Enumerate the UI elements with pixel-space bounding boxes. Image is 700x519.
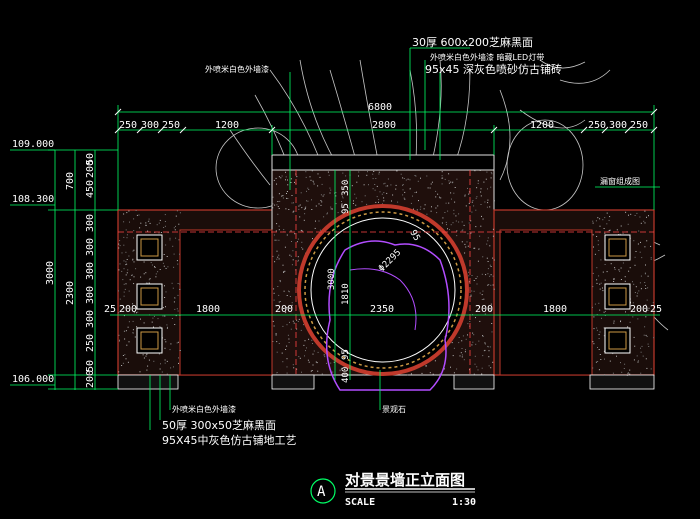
dim-top-5: 2800 xyxy=(372,120,396,131)
dim-left-inner: 2300 xyxy=(65,281,76,305)
note-top-3: 外喷米白色外墙漆 暗藏LED灯带 xyxy=(430,52,544,62)
dim-mid-3: 1800 xyxy=(196,304,220,315)
note-bottom-3: 95X45中灰色仿古铺地工艺 xyxy=(162,433,297,447)
dim-left-v5: 300 xyxy=(85,262,96,280)
dim-left-v10: 200 xyxy=(85,370,96,388)
elevation-106: 106.000 xyxy=(12,374,54,385)
dim-left-outer: 3000 xyxy=(45,261,56,285)
dim-mid-7: 1800 xyxy=(543,304,567,315)
circle-dim-95a: 95 xyxy=(341,203,351,214)
dim-left-v3: 300 xyxy=(85,214,96,232)
circle-dim-95c: 95 xyxy=(341,349,351,360)
elevation-labels: 109.000 108.300 106.000 xyxy=(12,139,54,385)
dim-top-6: 1200 xyxy=(530,120,554,131)
circle-dim-1810: 1810 xyxy=(341,283,351,305)
dim-top-1: 250 xyxy=(119,120,137,131)
moon-gate xyxy=(297,204,469,391)
dim-mid-9: 25 xyxy=(650,304,662,315)
note-bottom-center: 景观石 xyxy=(382,405,406,414)
scale-value: 1:30 xyxy=(452,497,476,508)
dim-mid-5: 2350 xyxy=(370,304,394,315)
title-symbol-circle xyxy=(310,478,336,504)
title-symbol: A xyxy=(317,484,326,500)
construction-lines xyxy=(118,170,654,375)
circle-dim-400: 400 xyxy=(341,367,351,383)
dim-mid-8: 200 xyxy=(630,304,648,315)
landscape-rock xyxy=(325,240,450,391)
dim-left-top: 700 xyxy=(65,172,76,190)
dim-mid-1: 25 xyxy=(104,304,116,315)
note-right: 漏窗组成图 xyxy=(600,176,640,186)
dim-left-v7: 300 xyxy=(85,310,96,328)
dim-top-8: 300 xyxy=(609,120,627,131)
note-top-1: 30厚 600x200芝麻黑面 xyxy=(412,35,533,49)
dim-left-v6: 300 xyxy=(85,286,96,304)
dim-mid-6: 200 xyxy=(475,304,493,315)
note-bottom-2: 50厚 300x50芝麻黑面 xyxy=(162,418,276,432)
dim-top-9: 250 xyxy=(630,120,648,131)
title-block: A 对景景墙正立面图 SCALE 1:30 xyxy=(310,471,476,508)
lattice-window-inner xyxy=(140,238,627,350)
dim-mid-2: 200 xyxy=(119,304,137,315)
dim-top-7: 250 xyxy=(588,120,606,131)
dim-left-topb: 450 xyxy=(85,180,96,198)
dim-top-3: 250 xyxy=(162,120,180,131)
top-annotations: 30厚 600x200芝麻黑面 外喷米白色外墙漆 外喷米白色外墙漆 暗藏LED灯… xyxy=(205,35,640,186)
dim-overall: 6800 xyxy=(368,102,392,113)
note-bottom-1: 外喷米白色外墙漆 xyxy=(172,404,236,414)
circle-dim-95b: 95 xyxy=(407,229,421,243)
middle-dimension-labels: 25 200 1800 200 2350 200 1800 200 25 xyxy=(104,304,662,315)
dim-left-v8: 250 xyxy=(85,334,96,352)
dimension-ticks xyxy=(114,108,658,134)
left-dimension-labels: 3000 2300 700 450 50 200 300 300 300 300… xyxy=(45,153,96,388)
circle-dim-r: 3000 xyxy=(327,268,337,290)
dim-left-v1: 50 xyxy=(85,153,96,165)
scale-label: SCALE xyxy=(345,497,375,508)
dim-top-4: 1200 xyxy=(215,120,239,131)
drawing-title: 对景景墙正立面图 xyxy=(345,471,465,489)
bottom-annotations: 外喷米白色外墙漆 50厚 300x50芝麻黑面 95X45中灰色仿古铺地工艺 景… xyxy=(162,404,406,447)
dim-left-v2: 200 xyxy=(85,160,96,178)
dim-top-2: 300 xyxy=(141,120,159,131)
note-top-4: 95x45 深灰色喷砂仿古铺砖 xyxy=(425,62,562,76)
dim-mid-4: 200 xyxy=(275,304,293,315)
note-top-2: 外喷米白色外墙漆 xyxy=(205,64,269,74)
dim-left-v4: 300 xyxy=(85,238,96,256)
elevation-108: 108.300 xyxy=(12,194,54,205)
dim-left-v9: 50 xyxy=(85,360,96,372)
top-dimension-labels: 6800 250 300 250 1200 2800 1200 250 300 … xyxy=(119,102,648,131)
dimension-lines xyxy=(10,47,660,430)
circle-dim-350: 350 xyxy=(341,180,351,196)
elevation-109: 109.000 xyxy=(12,139,54,150)
